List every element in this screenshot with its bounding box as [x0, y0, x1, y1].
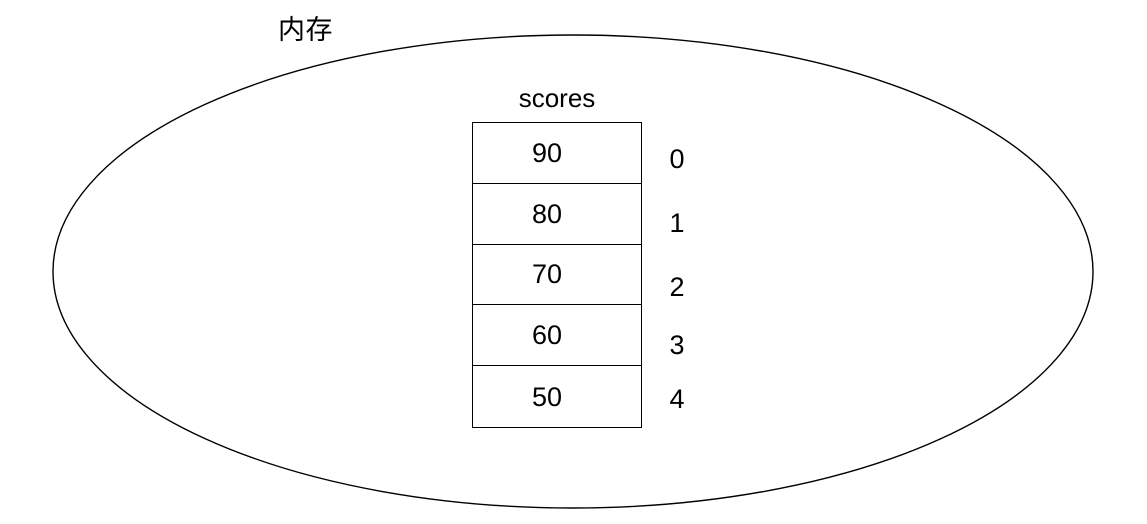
array-index-4: 4 — [669, 384, 685, 414]
array-cell-value: 90 — [531, 137, 563, 168]
array-cell-2: 70 — [473, 245, 641, 306]
array-cell-0: 90 — [473, 123, 641, 184]
array-table: 90 80 70 60 50 — [472, 122, 642, 428]
array-cell-4: 50 — [473, 366, 641, 427]
ellipse-shape — [52, 34, 1094, 509]
array-cell-value: 60 — [531, 320, 563, 351]
array-cell-1: 80 — [473, 184, 641, 245]
array-cell-value: 70 — [531, 259, 563, 290]
array-cell-value: 80 — [531, 198, 563, 229]
array-index-3: 3 — [669, 330, 685, 360]
array-index-1: 1 — [669, 208, 685, 238]
array-index-0: 0 — [669, 144, 685, 174]
array-cell-value: 50 — [531, 381, 563, 412]
array-title: scores — [518, 83, 596, 113]
array-index-2: 2 — [669, 272, 685, 302]
array-cell-3: 60 — [473, 305, 641, 367]
memory-label: 内存 — [278, 15, 333, 45]
